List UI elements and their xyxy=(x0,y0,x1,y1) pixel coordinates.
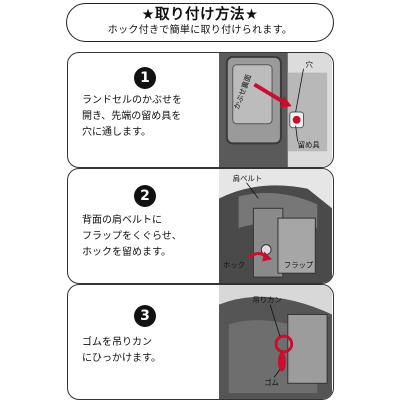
step-description: ランドセルのかぶせを 開き、先端の留め具を 穴に通します。 xyxy=(82,95,182,138)
step-1-photo: かぶせ裏面 穴 留め具 xyxy=(218,53,333,167)
step-2-photo: 肩ベルト ホック フラップ xyxy=(218,169,333,283)
hole-label: 穴 xyxy=(305,60,313,69)
step-number-badge: 3 xyxy=(134,305,156,327)
step-number-badge: 2 xyxy=(134,185,156,207)
step-2-panel: 2 背面の肩ベルトに フラップをくぐらせ、 ホックを留めます。 肩ベルト ホック… xyxy=(67,168,334,284)
flap-label: フラップ xyxy=(284,260,314,269)
page-subtitle: ホック付きで簡単に取り付けられます。 xyxy=(107,25,293,36)
ring-label: 吊りカン xyxy=(252,296,281,305)
clasp-label: 留め具 xyxy=(298,140,321,149)
belt-label: 肩ベルト xyxy=(233,174,262,183)
title-banner: ★取り付け方法★ ホック付きで簡単に取り付けられます。 xyxy=(66,3,334,42)
step-description: ゴムを吊りカン にひっかけます。 xyxy=(82,337,161,364)
step-3-photo: 吊りカン ゴム xyxy=(218,285,333,399)
hook-label: ホック xyxy=(223,260,245,269)
step-number-badge: 1 xyxy=(134,67,156,89)
rubber-label: ゴム xyxy=(264,378,279,387)
step-1-panel: 1 ランドセルのかぶせを 開き、先端の留め具を 穴に通します。 かぶせ裏面 穴 … xyxy=(67,52,334,168)
page-title: ★取り付け方法★ xyxy=(141,7,259,23)
step-description: 背面の肩ベルトに フラップをくぐらせ、 ホックを留めます。 xyxy=(82,215,182,258)
step-3-panel: 3 ゴムを吊りカン にひっかけます。 吊りカン ゴム xyxy=(67,284,334,400)
